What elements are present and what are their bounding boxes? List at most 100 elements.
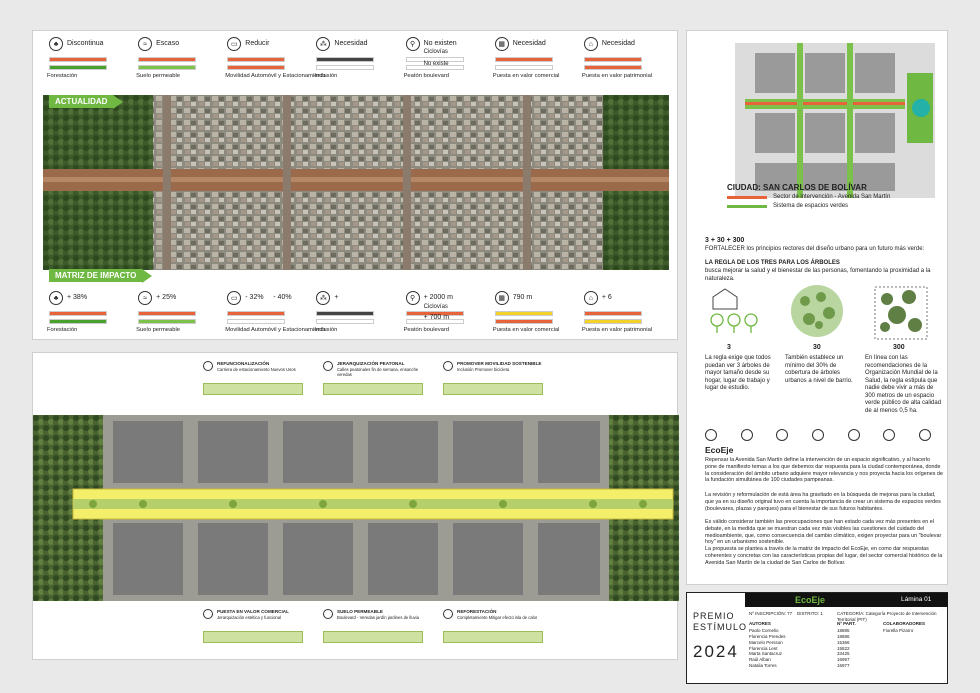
- houses-trees-icon: [709, 287, 769, 335]
- matricula-number: 16997: [837, 657, 850, 663]
- indicator-label: Puesta en valor comercial: [492, 327, 560, 333]
- indicator-bar-bottom: [138, 65, 197, 70]
- indicator-impact-1: ≈+ 25%Suelo permeable: [132, 289, 221, 335]
- bike-icon: ⚲: [405, 291, 420, 305]
- indicator-label: Movilidad Automóvil y Estacionamiento: [225, 327, 326, 333]
- indicator-label: Peatón boulevard: [403, 73, 450, 79]
- note-title: REFORESTACIÓN: [457, 609, 497, 614]
- heritage-icon: ⌂: [583, 37, 598, 51]
- legend-green-swatch: [727, 205, 767, 208]
- indicator-label: Puesta en valor comercial: [492, 73, 560, 79]
- indicator-value: No existen: [423, 40, 457, 47]
- indicator-label: Inclusión: [314, 327, 338, 333]
- indicator-value: + 6: [601, 294, 612, 301]
- matricula-header: Nº PART.: [837, 621, 856, 626]
- autor-name: Florencia Lent: [749, 645, 778, 651]
- note-text: Inclusión Promover bicicleta: [457, 367, 510, 372]
- indicator-bar-bottom: [227, 65, 286, 70]
- indicator-bar-top: [494, 311, 553, 316]
- indicator-bar-bottom: [405, 65, 464, 70]
- rule-col-1: La regla exige que todos puedan ver 3 ár…: [705, 355, 771, 391]
- section-sketch: [323, 631, 423, 643]
- premio-label: PREMIO: [693, 611, 735, 621]
- description-panel: CIUDAD: SAN CARLOS DE BOLÍVAR Sector de …: [686, 30, 948, 585]
- people-icon: ⁂: [316, 37, 331, 51]
- num-300: 300: [893, 344, 905, 351]
- indicator-value: Escaso: [156, 40, 180, 47]
- brand-label: EcoEje: [795, 595, 826, 605]
- car-icon: [776, 429, 789, 441]
- people-icon: ⁂: [316, 291, 331, 305]
- soil-icon: ≈: [138, 37, 153, 51]
- impact-indicators: ♣+ 38%Forestación≈+ 25%Suelo permeable▭-…: [43, 289, 667, 335]
- tree-icon: [705, 429, 717, 441]
- ecoeje-title: EcoEje: [705, 445, 734, 455]
- matricula-number: 18885: [837, 628, 850, 633]
- indicator-bar-bottom: [583, 65, 642, 70]
- city-title: CIUDAD: SAN CARLOS DE BOLÍVAR: [727, 183, 867, 192]
- autor-name: Natalia Torres: [749, 663, 777, 669]
- note-text: Calles peatonales fin de semana, ensanch…: [337, 367, 419, 378]
- formula-text: FORTALECER los principios rectores del d…: [705, 246, 925, 252]
- legend-intervention-swatch: [727, 196, 767, 199]
- section-sketch: [443, 383, 543, 395]
- ecoeje-icon-strip: [705, 429, 931, 441]
- indicator-bar-bottom: [494, 319, 553, 324]
- matricula-number: 33425: [837, 651, 850, 657]
- ecoeje-p1: Repensar la Avenida San Martín define la…: [705, 457, 943, 484]
- indicator-value: - 32%: [245, 294, 264, 301]
- section-sketch: [203, 631, 303, 643]
- note-icon: [443, 361, 453, 371]
- indicator-value: Necesidad: [601, 40, 635, 47]
- distrito: DISTRITO: 1: [797, 611, 823, 616]
- indicator-bar-top: [49, 311, 107, 316]
- indicator-label: Forestación: [47, 327, 78, 333]
- tree-icon: ♣: [49, 37, 63, 51]
- autores-header: AUTORES: [749, 621, 771, 626]
- canopy-icon: [791, 285, 843, 337]
- legend-green: Sistema de espacios verdes: [773, 203, 849, 209]
- section-sketch: [443, 631, 543, 643]
- indicator-bar-bottom: [227, 319, 286, 324]
- rule-title: LA REGLA DE LOS TRES PARA LOS ÁRBOLES: [705, 260, 840, 266]
- bike-icon: [847, 429, 860, 441]
- no-existe-label: No existe: [423, 61, 449, 67]
- note-icon: [323, 609, 333, 619]
- matricula-number: 18886: [837, 633, 850, 639]
- indicator-bar-top: [494, 57, 553, 62]
- indicator-label: Suelo permeable: [136, 327, 180, 333]
- peaton-impact-value: + 700 m: [423, 314, 450, 321]
- ciclovias-impact-label: Ciclovías: [423, 304, 448, 310]
- indicator-bar-bottom: [138, 319, 197, 324]
- indicator-bar-bottom: [316, 319, 375, 324]
- autor-name: Marcelo Persson: [749, 639, 783, 645]
- matricula-number: 15822: [837, 645, 850, 651]
- shop-icon: [883, 429, 896, 441]
- indicator-value: + 25%: [156, 294, 177, 301]
- autor-name: Paolo Cornelio: [749, 628, 779, 633]
- e-impact-value: - 40%: [273, 294, 292, 301]
- credits-block: PREMIO ESTÍMULO 2024 EcoEje Lámina 01 Nº…: [686, 592, 948, 684]
- num-3: 3: [727, 344, 731, 351]
- indicator-bar-top: [583, 311, 642, 316]
- heritage-icon: ⌂: [583, 291, 598, 305]
- section-sketch: [323, 383, 423, 395]
- soil-icon: [740, 429, 753, 441]
- autor-name: Marta Santacruz: [749, 651, 783, 657]
- rule-text: busca mejorar la salud y el bienestar de…: [705, 268, 931, 282]
- estimulo-label: ESTÍMULO: [693, 622, 748, 632]
- indicator-impact-2: ▭- 32%Movilidad Automóvil y Estacionamie…: [221, 289, 326, 335]
- indicator-bar-top: [227, 311, 286, 316]
- indicator-bar-bottom: [583, 319, 642, 324]
- indicator-bar-top: [227, 57, 286, 62]
- people-icon: [811, 429, 824, 441]
- autor-name: Florencia Prendes: [749, 633, 786, 639]
